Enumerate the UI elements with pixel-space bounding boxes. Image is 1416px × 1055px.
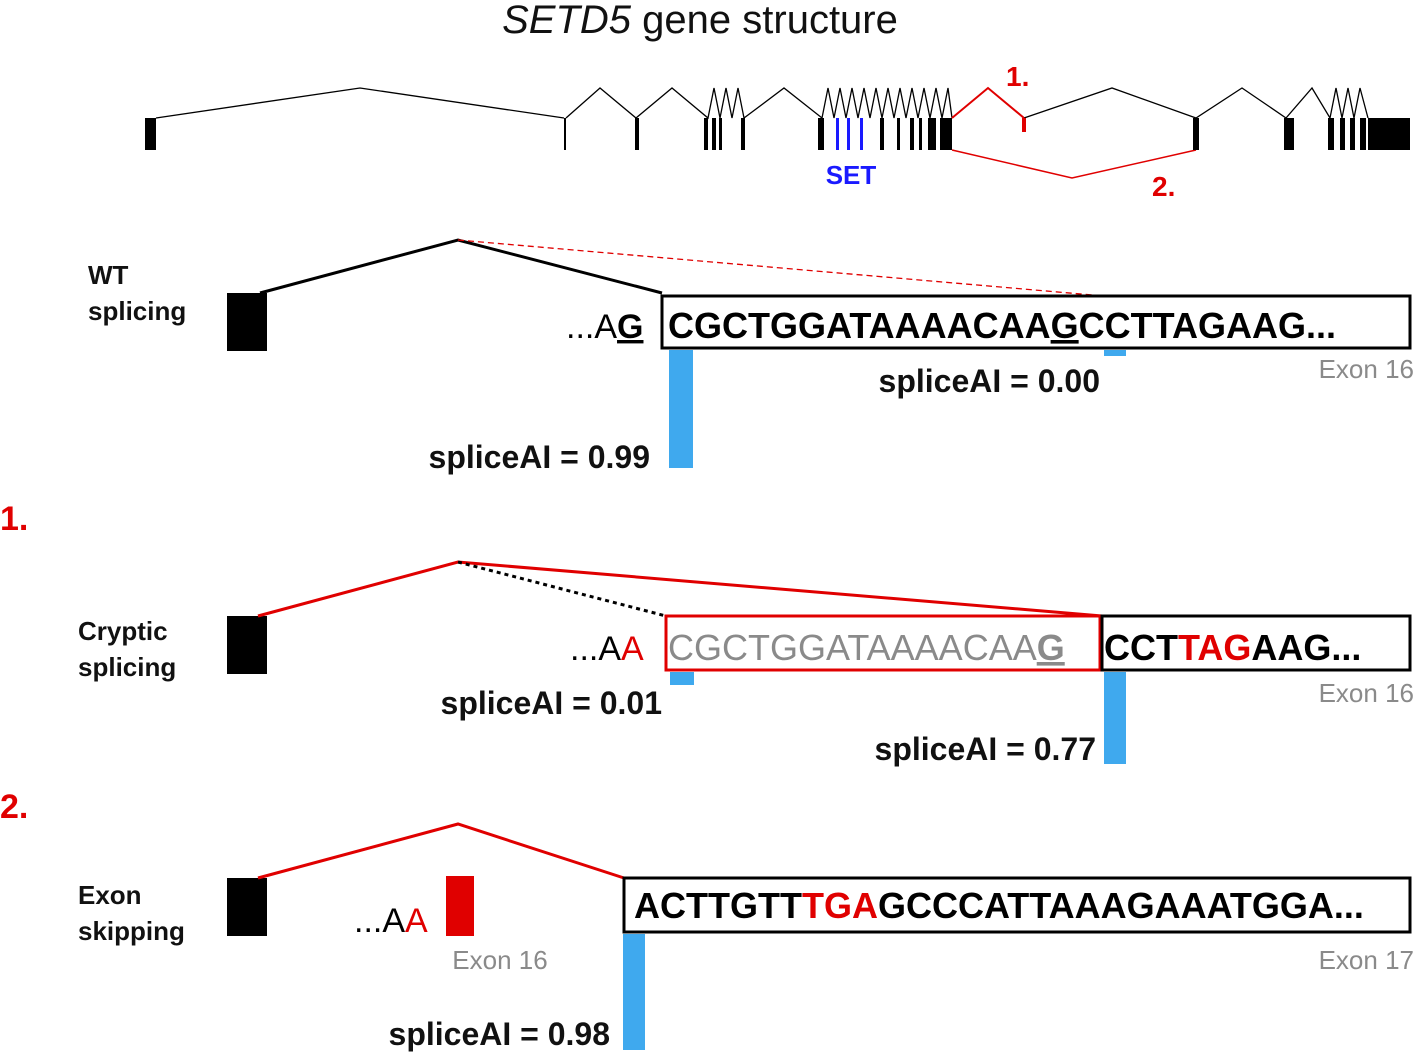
exon-box <box>1328 118 1334 150</box>
exon-box <box>1193 118 1199 150</box>
intron-line <box>1023 86 1369 120</box>
section1-marker: 1. <box>0 500 28 538</box>
gene-structure: SET 1. 2. <box>145 61 1410 202</box>
skipping-label-line2: skipping <box>78 916 185 946</box>
wt-splicing-panel: WT splicing ...AG CGCTGGATAAAACAAGCCTTAG… <box>88 238 1414 475</box>
exon17-label: Exon 17 <box>1319 945 1414 975</box>
mutated-a: A <box>405 902 428 940</box>
cryptic-label-line1: Cryptic <box>78 616 168 646</box>
wt-score-low: spliceAI = 0.00 <box>879 363 1100 399</box>
exon16-sequence-box <box>660 294 1412 350</box>
spliceai-bar-high <box>669 350 693 468</box>
exon-box <box>1340 118 1345 150</box>
intron-line <box>565 87 953 120</box>
spliceai-bar-low <box>1104 350 1126 356</box>
exon-box <box>1284 118 1294 150</box>
cryptic-score-a: spliceAI = 0.01 <box>441 685 662 721</box>
wt-exon-label: Exon 16 <box>1319 354 1414 384</box>
exon-box <box>919 118 922 150</box>
exon-box <box>1360 118 1366 150</box>
set-exon <box>847 118 850 150</box>
exon17-sequence-box <box>622 876 1412 934</box>
skipped-exon16 <box>446 876 474 936</box>
intron-line <box>155 87 565 119</box>
upstream-exon <box>227 616 267 674</box>
retained-sequence: CGCTGGATAAAACAAG <box>668 627 1065 668</box>
stop-codon: TAG <box>1178 627 1251 668</box>
diagram-title: SETD5 gene structure <box>502 0 898 42</box>
exon-box <box>910 118 914 150</box>
wt-exon16-sequence: CGCTGGATAAAACAAGCCTTAGAAG... <box>668 305 1336 346</box>
skipping-prefix: ...AA <box>354 902 428 940</box>
exon-box <box>940 118 952 150</box>
exon-box <box>719 118 722 150</box>
wt-score-high: spliceAI = 0.99 <box>429 439 650 475</box>
spliceai-bar-low <box>670 672 694 685</box>
upstream-exon <box>227 293 267 351</box>
mutated-a: A <box>621 630 644 668</box>
exon-box <box>1368 118 1410 150</box>
splice-junction-line <box>259 238 663 295</box>
wt-prefix-g: G <box>617 308 643 346</box>
cryptic-site-g: G <box>1051 305 1079 346</box>
exon-box <box>928 118 936 150</box>
wt-label-line2: splicing <box>88 296 186 326</box>
wt-prefix: ...AG <box>566 308 643 346</box>
section2-marker: 2. <box>0 788 28 826</box>
exon17-sequence: ACTTGTTTGAGCCCATTAAAGAAATGGA... <box>634 885 1364 926</box>
exon-box <box>635 118 639 150</box>
exon-skipping-panel: 2. Exon skipping ...AA Exon 16 ACTTGTTTG… <box>0 788 1414 1052</box>
wt-junction-dotted <box>457 560 667 618</box>
cryptic-splicing-panel: 1. Cryptic splicing ...AA CGCTGGATAAAACA… <box>0 500 1414 767</box>
title-rest: gene structure <box>631 0 898 42</box>
spliceai-bar-high <box>623 934 645 1050</box>
exon-box <box>704 118 708 150</box>
exon16-sequence-box <box>1100 614 1412 672</box>
cryptic-exon16-sequence: CCTTAGAAG... <box>1104 627 1361 668</box>
event2-intron <box>951 149 1197 179</box>
exon-box <box>145 118 156 150</box>
set-exon <box>860 118 863 150</box>
cryptic-label-line2: splicing <box>78 652 176 682</box>
skipped-exon-label: Exon 16 <box>452 945 547 975</box>
skipping-score: spliceAI = 0.98 <box>389 1016 610 1052</box>
upstream-exon <box>227 878 267 936</box>
exon-box <box>1350 118 1355 150</box>
exon-box <box>564 118 566 150</box>
exon-box <box>741 118 745 150</box>
set-domain-label: SET <box>826 160 877 190</box>
cryptic-guide-dashed <box>457 239 1105 297</box>
exon-box <box>712 118 716 150</box>
event1-label: 1. <box>1006 61 1029 92</box>
gene-name: SETD5 <box>502 0 632 42</box>
skipping-label-line1: Exon <box>78 880 142 910</box>
cryptic-junction-line <box>257 560 1103 618</box>
exon-box <box>818 118 824 150</box>
event1-intron <box>951 86 1025 119</box>
skipping-junction-line <box>257 822 625 880</box>
cryptic-exon-red <box>1022 118 1026 132</box>
exon-box <box>897 118 900 150</box>
retained-intron-box <box>664 614 1102 672</box>
event2-label: 2. <box>1152 171 1175 202</box>
exon-box <box>880 118 884 150</box>
cryptic-prefix: ...AA <box>570 630 644 668</box>
set-exon <box>836 118 839 150</box>
cryptic-score-b: spliceAI = 0.77 <box>875 731 1096 767</box>
cryptic-exon-label: Exon 16 <box>1319 678 1414 708</box>
spliceai-bar-high <box>1104 672 1126 764</box>
stop-codon: TGA <box>802 885 878 926</box>
wt-label-line1: WT <box>88 260 129 290</box>
